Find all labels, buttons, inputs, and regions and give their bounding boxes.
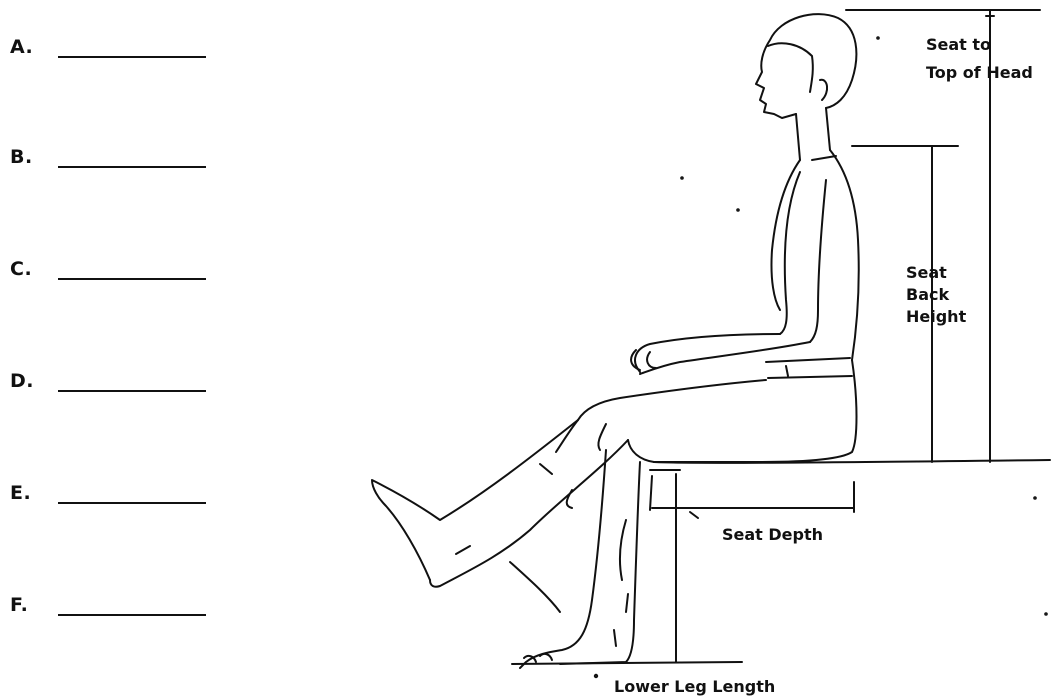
thigh-under	[628, 440, 654, 462]
label-seat-to-top-1: Seat to	[926, 35, 991, 54]
calf-lines	[614, 520, 628, 646]
ear	[820, 80, 827, 100]
buttock	[654, 360, 857, 462]
waist-band	[766, 358, 852, 378]
label-seat-back-2: Back	[906, 285, 949, 304]
knee	[556, 420, 606, 452]
label-seat-to-top-2: Top of Head	[926, 63, 1033, 82]
upper-arm-back	[810, 180, 826, 342]
neck	[796, 108, 830, 160]
shoulder	[812, 156, 836, 160]
speck	[681, 177, 683, 179]
speck	[595, 675, 597, 677]
seat-depth-tick	[690, 512, 698, 518]
thigh-top	[578, 380, 766, 420]
label-seat-depth: Seat Depth	[722, 525, 823, 544]
head-outline	[756, 14, 856, 118]
forearm-hand	[635, 334, 810, 374]
seat-front-support-2	[650, 476, 652, 510]
torso-back	[830, 150, 859, 360]
floor-line	[512, 662, 742, 664]
speck	[1045, 613, 1047, 615]
speck	[1034, 497, 1036, 499]
speck	[737, 209, 739, 211]
hair-line	[768, 43, 813, 92]
calf-detail	[456, 464, 572, 554]
label-seat-back-1: Seat	[906, 263, 947, 282]
swing-arc	[510, 562, 560, 612]
extended-shin-top	[372, 420, 578, 580]
speck	[877, 37, 879, 39]
extended-calf	[430, 440, 628, 587]
lower-leg-front	[520, 450, 606, 668]
label-seat-back-3: Height	[906, 307, 967, 326]
label-lower-leg-length: Lower Leg Length	[614, 677, 775, 696]
